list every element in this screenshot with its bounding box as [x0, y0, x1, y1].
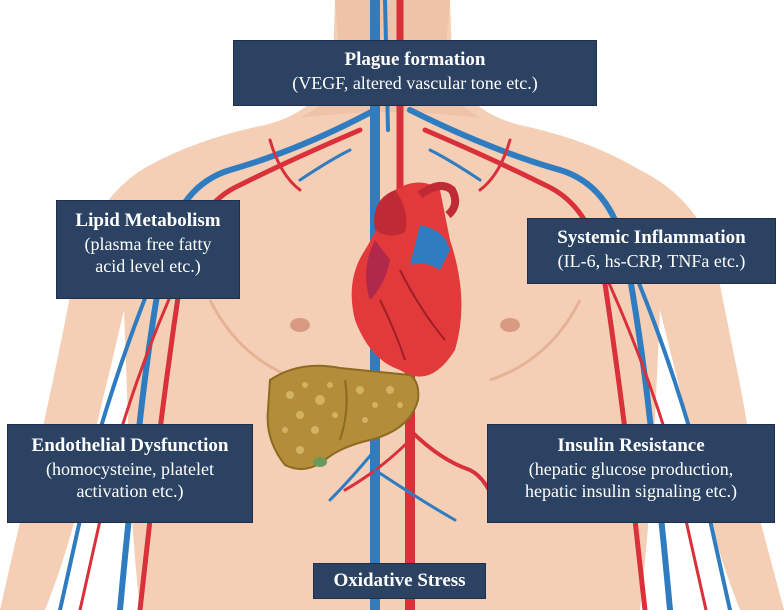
lipid-metabolism-title: Lipid Metabolism	[75, 210, 221, 231]
plaque-formation-detail: (VEGF, altered vascular tone etc.)	[292, 72, 538, 93]
plaque-formation-box: Plague formation (VEGF, altered vascular…	[233, 40, 597, 106]
oxidative-stress-title: Oxidative Stress	[333, 570, 466, 591]
systemic-inflammation-detail: (IL-6, hs-CRP, TNFa etc.)	[557, 250, 746, 271]
systemic-inflammation-title: Systemic Inflammation	[557, 227, 746, 248]
right-pectoral-line	[489, 299, 582, 382]
endothelial-dysfunction-box: Endothelial Dysfunction (homocysteine, p…	[7, 424, 253, 523]
lipid-metabolism-box: Lipid Metabolism (plasma free fatty acid…	[56, 200, 240, 299]
plaque-formation-title: Plague formation	[344, 49, 486, 70]
oxidative-stress-box: Oxidative Stress	[313, 563, 486, 599]
lipid-metabolism-detail-2: acid level etc.)	[95, 256, 201, 277]
insulin-resistance-detail-1: (hepatic glucose production,	[528, 458, 734, 479]
heart-icon	[351, 182, 462, 377]
liver-icon	[266, 364, 420, 470]
endothelial-dysfunction-detail-2: activation etc.)	[76, 481, 184, 502]
systemic-inflammation-box: Systemic Inflammation (IL-6, hs-CRP, TNF…	[527, 218, 776, 284]
lipid-metabolism-detail-1: (plasma free fatty	[84, 233, 212, 254]
endothelial-dysfunction-title: Endothelial Dysfunction	[31, 435, 229, 456]
insulin-resistance-box: Insulin Resistance (hepatic glucose prod…	[487, 424, 775, 523]
left-nipple-icon	[290, 318, 310, 332]
endothelial-dysfunction-detail-1: (homocysteine, platelet	[46, 458, 214, 479]
right-nipple-icon	[500, 318, 520, 332]
insulin-resistance-title: Insulin Resistance	[557, 435, 705, 456]
insulin-resistance-detail-2: hepatic insulin signaling etc.)	[525, 481, 737, 502]
gallbladder-icon	[313, 457, 327, 467]
